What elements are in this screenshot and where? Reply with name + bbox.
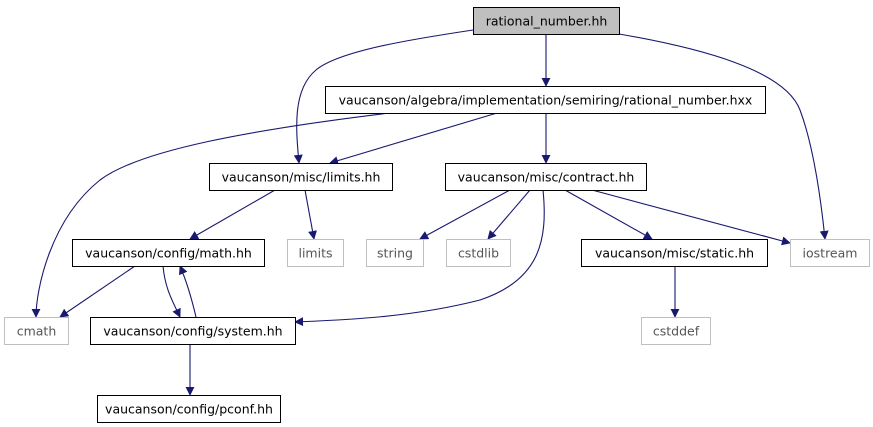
node-limits: limits: [287, 239, 344, 267]
node-label: vaucanson/config/math.hh: [85, 246, 252, 261]
edge-rational-number-hxx-to-cmath: [31, 112, 391, 318]
edge-math-hh-to-cmath: [59, 265, 136, 318]
node-label: vaucanson/config/pconf.hh: [105, 402, 273, 417]
node-box: [209, 163, 393, 191]
node-system-hh[interactable]: vaucanson/config/system.hh: [90, 317, 296, 345]
edge-math-hh-to-system-hh: [162, 265, 181, 318]
node-label: cstdlib: [458, 246, 499, 261]
node-label: string: [377, 246, 413, 261]
node-label: vaucanson/misc/limits.hh: [222, 170, 381, 185]
nodes: rational_number.hh vaucanson/algebra/impl…: [4, 7, 870, 423]
node-label: vaucanson/algebra/implementation/semirin…: [339, 93, 753, 108]
node-label: vaucanson/misc/static.hh: [595, 246, 754, 261]
node-box: [641, 317, 711, 345]
node-box: [790, 239, 870, 267]
node-box: [4, 317, 69, 345]
node-cstdlib: cstdlib: [446, 239, 511, 267]
node-box: [325, 86, 766, 114]
node-label: vaucanson/misc/contract.hh: [458, 170, 635, 185]
node-box: [581, 239, 768, 267]
node-cstddef: cstddef: [641, 317, 711, 345]
edge-system-hh-to-math-hh: [179, 265, 197, 318]
node-label: iostream: [803, 246, 858, 261]
node-box: [446, 239, 511, 267]
node-math-hh[interactable]: vaucanson/config/math.hh: [72, 239, 265, 267]
node-label: limits: [298, 246, 332, 261]
edge-contract-hh-to-iostream: [591, 189, 791, 246]
node-contract-hh[interactable]: vaucanson/misc/contract.hh: [445, 163, 647, 191]
node-box: [287, 239, 344, 267]
node-label: cstddef: [653, 324, 700, 339]
node-cmath: cmath: [4, 317, 69, 345]
node-pconf-hh[interactable]: vaucanson/config/pconf.hh: [97, 395, 281, 423]
edge-contract-hh-to-static-hh: [564, 189, 653, 240]
edge-contract-hh-to-cstdlib: [487, 189, 531, 240]
node-box: [97, 395, 281, 423]
node-limits-hh[interactable]: vaucanson/misc/limits.hh: [209, 163, 393, 191]
node-label: cmath: [17, 324, 57, 339]
node-box: [72, 239, 265, 267]
node-label: rational_number.hh: [486, 14, 608, 29]
node-rational-number-hxx[interactable]: vaucanson/algebra/implementation/semirin…: [325, 86, 766, 114]
edge-contract-hh-to-string: [419, 189, 511, 240]
node-box: [473, 7, 620, 35]
node-box: [366, 239, 424, 267]
edge-contract-hh-to-system-hh: [294, 189, 545, 327]
edge-rational-number-hh-to-iostream: [618, 33, 829, 240]
edge-limits-hh-to-limits: [304, 189, 317, 240]
edge-limits-hh-to-math-hh: [189, 189, 276, 240]
node-iostream: iostream: [790, 239, 870, 267]
edge-rational-number-hh-to-limits-hh: [293, 29, 474, 164]
node-static-hh[interactable]: vaucanson/misc/static.hh: [581, 239, 768, 267]
node-box: [445, 163, 647, 191]
node-box: [90, 317, 296, 345]
edges: [31, 29, 829, 396]
edge-rational-number-hxx-to-limits-hh: [329, 112, 498, 165]
node-rational-number-hh[interactable]: rational_number.hh: [473, 7, 620, 35]
node-label: vaucanson/config/system.hh: [103, 324, 282, 339]
node-string: string: [366, 239, 424, 267]
